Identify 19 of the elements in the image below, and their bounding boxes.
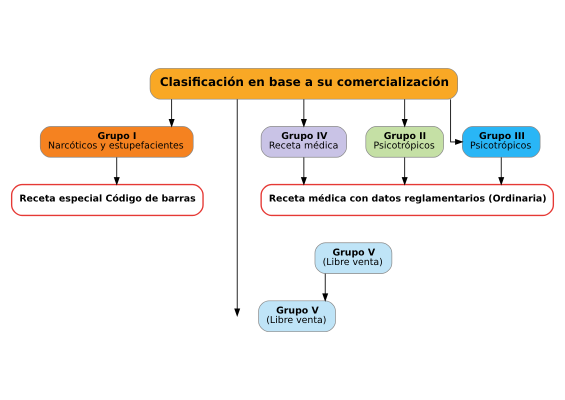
arrow	[402, 98, 408, 128]
arrow	[402, 157, 408, 186]
node-box: Grupo I Narcóticos y estupefacientes	[40, 126, 194, 158]
arrow	[300, 157, 307, 186]
arrow	[322, 273, 328, 302]
arrow	[498, 157, 504, 186]
node-box: Clasificación en base a su comercialización	[150, 68, 458, 100]
node-box: Grupo II Psicotrópicos	[365, 126, 444, 158]
arrow	[168, 98, 175, 128]
node-box: Grupo IV Receta médica	[260, 126, 347, 158]
node-box: Grupo V (Libre venta)	[314, 242, 392, 274]
arrow	[300, 98, 307, 128]
node-box: Grupo V (Libre venta)	[258, 300, 336, 332]
arrow	[114, 157, 120, 186]
node-box: Grupo III Psicotrópicos	[462, 126, 540, 158]
node-box: Receta médica con datos reglamentarios (Ordinaria)	[260, 184, 554, 216]
node-box: Receta especial Código de barras	[10, 184, 204, 216]
arrow	[234, 98, 240, 318]
arrow	[450, 98, 464, 145]
